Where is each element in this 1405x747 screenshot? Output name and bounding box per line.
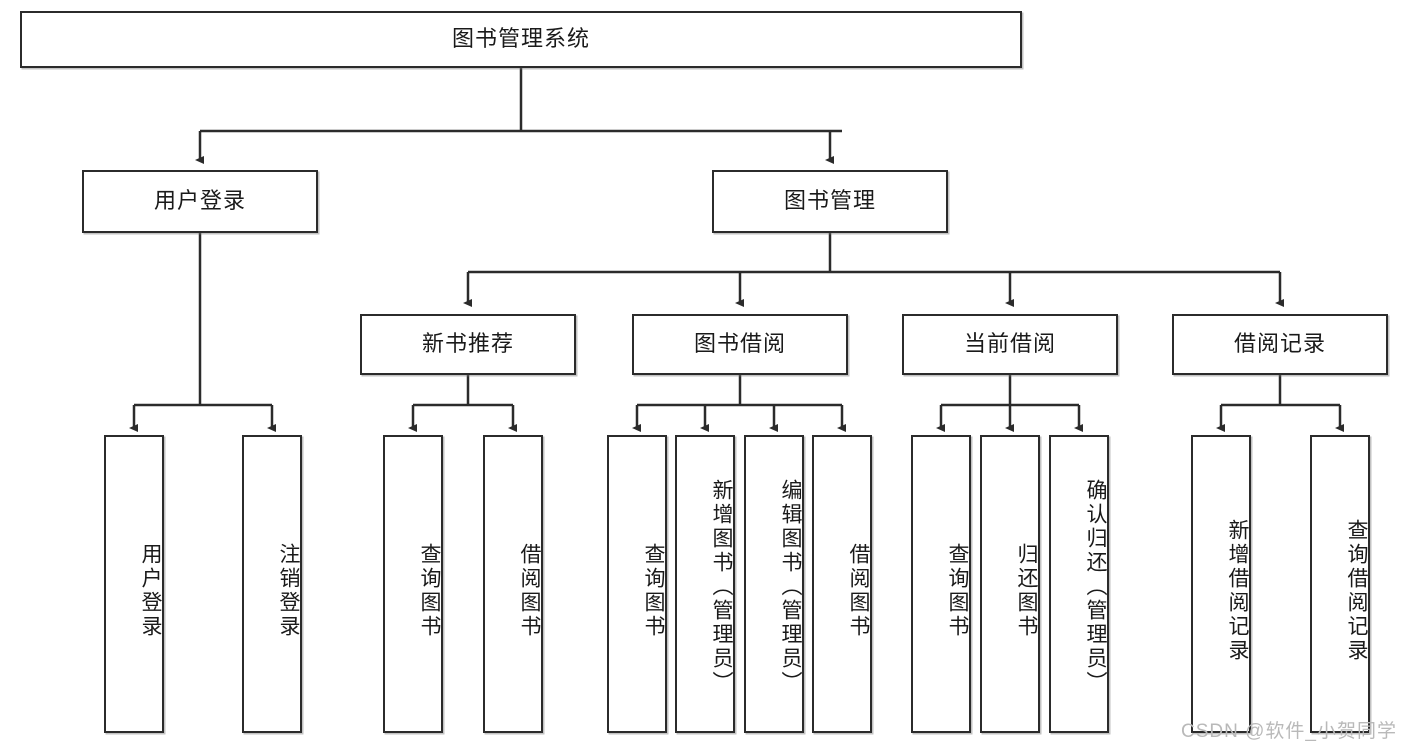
node-label: 借阅图书 <box>518 543 541 639</box>
node-label: 新书推荐 <box>421 331 514 357</box>
node-user-login[interactable]: 用户登录 <box>82 170 318 233</box>
node-label: 图书管理系统 <box>451 26 590 52</box>
node-label: 查询图书 <box>642 543 665 639</box>
node-label: 注销登录 <box>277 543 300 639</box>
leaf-borrow-add-book[interactable]: 新增图书（管理员） <box>675 435 735 733</box>
leaf-borrow-edit-book[interactable]: 编辑图书（管理员） <box>744 435 804 733</box>
node-label: 图书管理 <box>783 188 876 214</box>
watermark-text: CSDN @软件_小贺同学 <box>1181 721 1397 742</box>
node-label: 查询借阅记录 <box>1345 519 1368 663</box>
leaf-borrow-borrow-book[interactable]: 借阅图书 <box>812 435 872 733</box>
leaf-user-login-logout[interactable]: 注销登录 <box>242 435 302 733</box>
node-label: 编辑图书（管理员） <box>779 479 802 695</box>
node-label: 新增借阅记录 <box>1226 519 1249 663</box>
leaf-recommend-query-book[interactable]: 查询图书 <box>383 435 443 733</box>
node-label: 借阅图书 <box>847 543 870 639</box>
leaf-record-query-record[interactable]: 查询借阅记录 <box>1310 435 1370 733</box>
node-book-borrow[interactable]: 图书借阅 <box>632 314 848 375</box>
node-borrow-record[interactable]: 借阅记录 <box>1172 314 1388 375</box>
node-current-borrow[interactable]: 当前借阅 <box>902 314 1118 375</box>
leaf-recommend-borrow-book[interactable]: 借阅图书 <box>483 435 543 733</box>
node-label: 确认归还（管理员） <box>1084 479 1107 695</box>
node-label: 用户登录 <box>139 543 162 639</box>
leaf-current-return-book[interactable]: 归还图书 <box>980 435 1040 733</box>
node-label: 图书借阅 <box>693 331 786 357</box>
leaf-current-confirm-return[interactable]: 确认归还（管理员） <box>1049 435 1109 733</box>
node-book-management[interactable]: 图书管理 <box>712 170 948 233</box>
leaf-user-login-login[interactable]: 用户登录 <box>104 435 164 733</box>
node-label: 新增图书（管理员） <box>710 479 733 695</box>
leaf-record-add-record[interactable]: 新增借阅记录 <box>1191 435 1251 733</box>
node-new-book-recommend[interactable]: 新书推荐 <box>360 314 576 375</box>
node-label: 查询图书 <box>946 543 969 639</box>
node-label: 用户登录 <box>153 188 246 214</box>
node-label: 借阅记录 <box>1233 331 1326 357</box>
leaf-borrow-query-book[interactable]: 查询图书 <box>607 435 667 733</box>
node-root-system[interactable]: 图书管理系统 <box>20 11 1022 68</box>
node-label: 当前借阅 <box>963 331 1056 357</box>
leaf-current-query-book[interactable]: 查询图书 <box>911 435 971 733</box>
node-label: 查询图书 <box>418 543 441 639</box>
node-label: 归还图书 <box>1015 543 1038 639</box>
